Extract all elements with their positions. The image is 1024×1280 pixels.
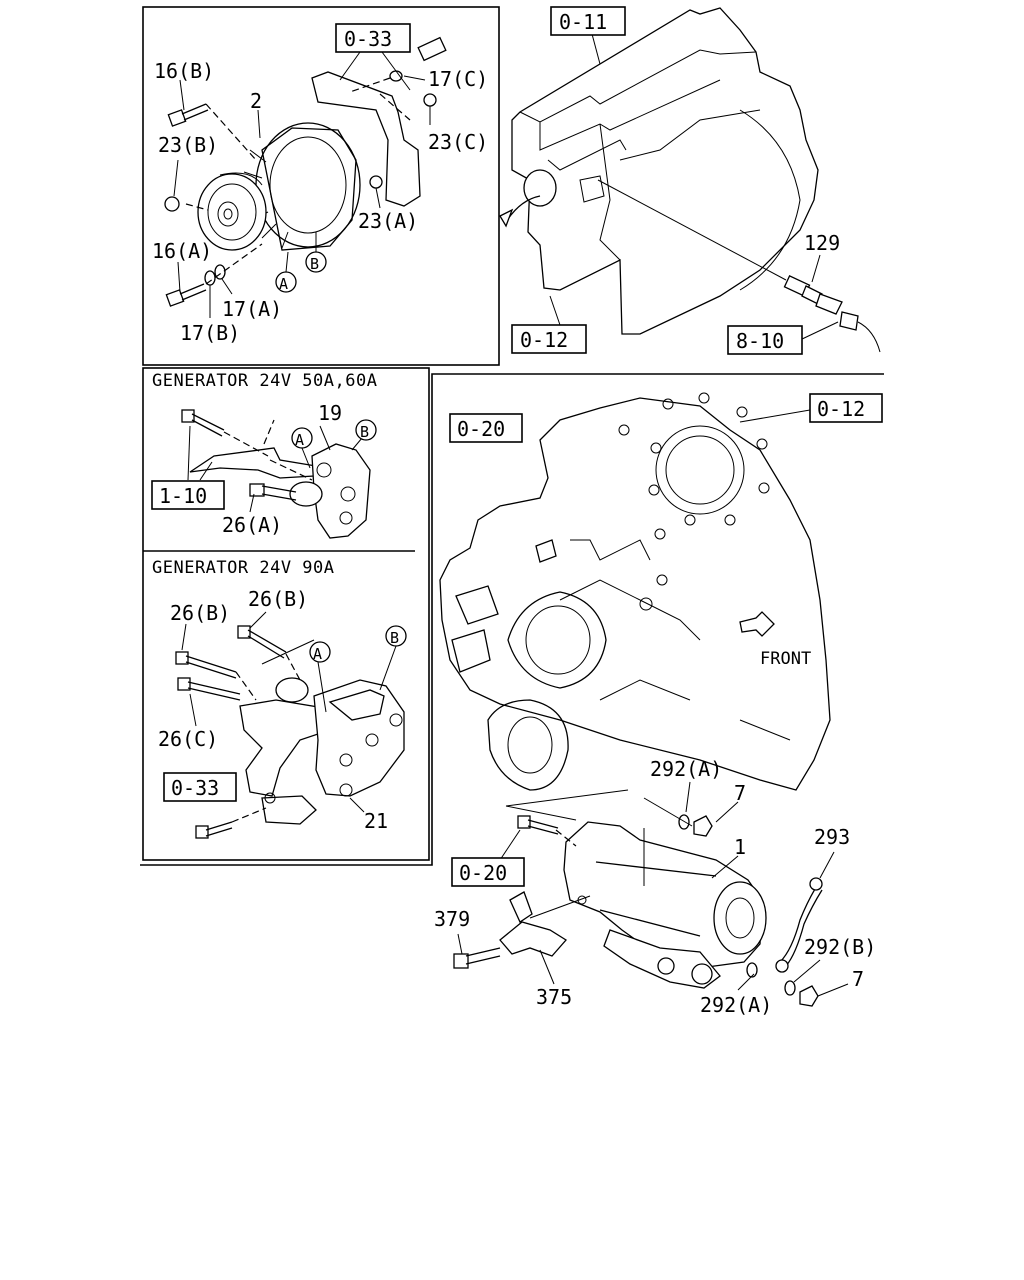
label-293: 293 — [814, 825, 850, 849]
callout-a-bottom: A — [309, 641, 331, 663]
label-26b: 26(B) — [170, 601, 230, 625]
bracket-90a — [175, 611, 405, 839]
callout-b-bottom: B — [385, 625, 407, 647]
generator-90a-header: GENERATOR 24V 90A — [152, 558, 335, 578]
callout-a-top: A — [275, 271, 297, 293]
svg-text:1-10: 1-10 — [159, 484, 207, 508]
label-16a: 16(A) — [152, 239, 212, 263]
ref-box-810: 8-10 — [727, 325, 803, 355]
label-16b: 16(B) — [154, 59, 214, 83]
svg-text:B: B — [360, 423, 369, 441]
svg-text:A: A — [313, 645, 322, 663]
svg-text:0-33: 0-33 — [344, 27, 392, 51]
label-17a: 17(A) — [222, 297, 282, 321]
label-292a-top: 292(A) — [650, 757, 722, 781]
label-17b: 17(B) — [180, 321, 240, 345]
label-26c: 26(C) — [158, 727, 218, 751]
ref-box-110: 1-10 — [151, 480, 225, 510]
label-379: 379 — [434, 907, 470, 931]
label-21: 21 — [364, 809, 388, 833]
label-26b-top: 26(B) — [248, 587, 308, 611]
ref-box-012-right: 0-12 — [809, 393, 883, 423]
svg-text:B: B — [390, 629, 399, 647]
callout-b-top: B — [305, 251, 327, 273]
front-arrow-icon — [739, 611, 775, 637]
engine-block — [499, 7, 881, 353]
ref-box-020-top: 0-20 — [449, 413, 523, 443]
ref-box-033-bottom: 0-33 — [163, 772, 237, 802]
label-1: 1 — [734, 835, 746, 859]
label-375: 375 — [536, 985, 572, 1009]
label-23a: 23(A) — [358, 209, 418, 233]
label-7-bottom: 7 — [852, 967, 864, 991]
flywheel-housing — [439, 392, 831, 821]
svg-text:8-10: 8-10 — [736, 329, 784, 353]
label-2: 2 — [250, 89, 262, 113]
callout-b-mid: B — [355, 419, 377, 441]
panel-frames — [140, 6, 884, 866]
callout-a-mid: A — [291, 427, 313, 449]
label-292b: 292(B) — [804, 935, 876, 959]
label-292a-bottom: 292(A) — [700, 993, 772, 1017]
svg-text:0-20: 0-20 — [459, 861, 507, 885]
alternator-assembly — [164, 36, 447, 318]
svg-text:0-33: 0-33 — [171, 776, 219, 800]
label-17c: 17(C) — [428, 67, 488, 91]
front-label: FRONT — [760, 649, 811, 669]
generator-50a-60a-header: GENERATOR 24V 50A,60A — [152, 371, 377, 391]
label-7-top: 7 — [734, 781, 746, 805]
bracket-50a-60a — [181, 409, 371, 539]
label-19: 19 — [318, 401, 342, 425]
label-23c: 23(C) — [428, 130, 488, 154]
svg-text:0-12: 0-12 — [817, 397, 865, 421]
label-23b: 23(B) — [158, 133, 218, 157]
svg-text:A: A — [295, 431, 304, 449]
starter-motor — [453, 781, 849, 1007]
ref-box-020-bottom: 0-20 — [451, 857, 525, 887]
svg-text:0-20: 0-20 — [457, 417, 505, 441]
svg-text:B: B — [310, 255, 319, 273]
svg-text:A: A — [279, 275, 288, 293]
label-26a: 26(A) — [222, 513, 282, 537]
ref-box-011: 0-11 — [550, 6, 626, 36]
ref-box-012-left: 0-12 — [511, 324, 587, 354]
ref-box-033-top: 0-33 — [335, 23, 411, 53]
svg-text:0-11: 0-11 — [559, 10, 607, 34]
label-129: 129 — [804, 231, 840, 255]
svg-text:0-12: 0-12 — [520, 328, 568, 352]
